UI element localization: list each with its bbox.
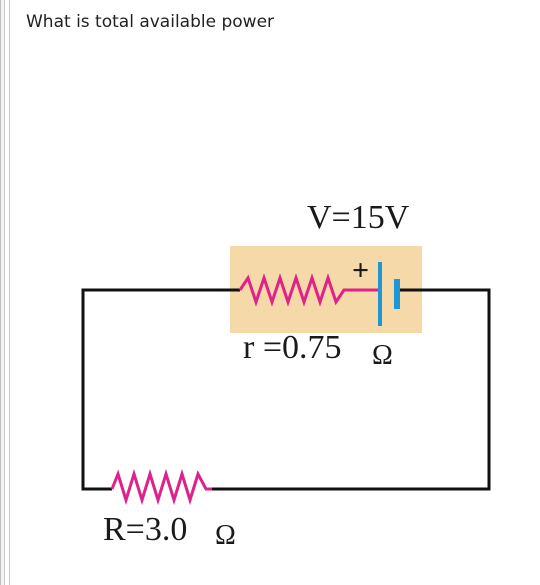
battery-negative-plate	[394, 279, 400, 309]
wire-left	[81, 288, 240, 491]
wire-right	[212, 288, 491, 491]
internal-resistor	[238, 273, 378, 307]
question-text: What is total available power	[26, 12, 275, 32]
internal-resistance-label: r =0.75	[243, 329, 342, 366]
battery-voltage-label: V=15V	[307, 199, 410, 236]
battery-highlight	[230, 246, 422, 333]
load-resistance-label: R=3.0	[103, 511, 187, 548]
load-resistor	[110, 468, 212, 506]
load-resistance-unit: Ω	[215, 520, 236, 551]
battery-positive-plate	[378, 262, 382, 326]
left-border	[0, 0, 14, 585]
internal-resistance-unit: Ω	[372, 340, 393, 371]
battery-plus-sign: +	[352, 254, 369, 287]
